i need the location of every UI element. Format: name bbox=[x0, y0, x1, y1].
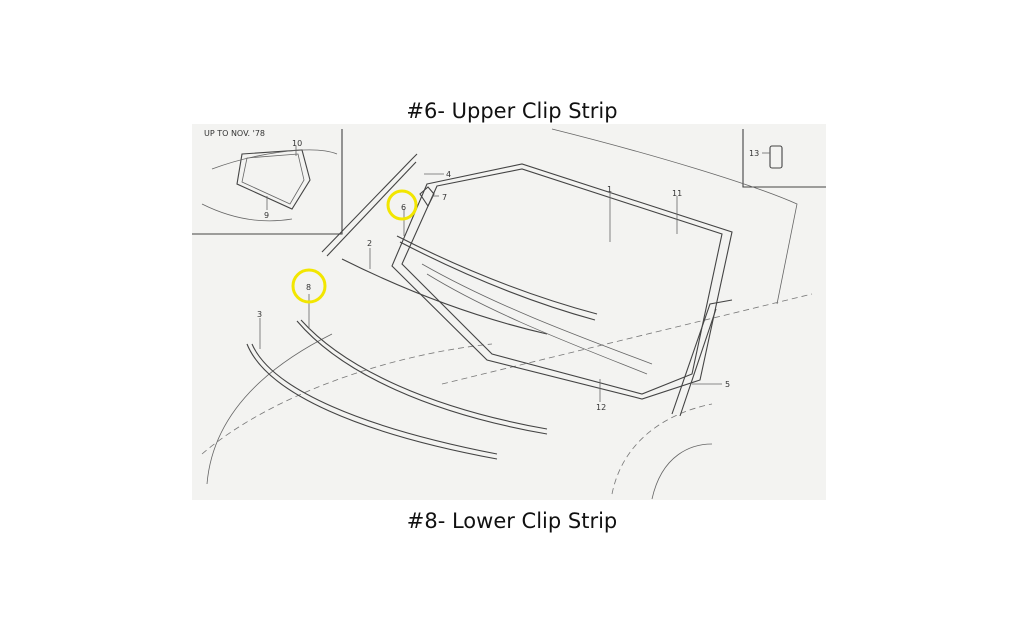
part-label-10: 10 bbox=[292, 139, 302, 148]
inset-note: UP TO NOV. '78 bbox=[204, 129, 265, 138]
part-label-6: 6 bbox=[401, 203, 406, 212]
part-label-12: 12 bbox=[596, 403, 606, 412]
part-label-7: 7 bbox=[442, 193, 447, 202]
windshield-moulding bbox=[391, 163, 733, 400]
part-label-1: 1 bbox=[607, 185, 612, 194]
trim-2 bbox=[341, 258, 548, 335]
part-label-4: 4 bbox=[446, 170, 451, 179]
windshield-parts-diagram: UP TO NOV. '78 10 9 13 1 11 4 bbox=[192, 124, 826, 500]
upper-clip-strip-6 bbox=[396, 235, 598, 315]
windshield-glass bbox=[401, 168, 723, 395]
part-label-3: 3 bbox=[257, 310, 262, 319]
inset-early-model: UP TO NOV. '78 10 9 bbox=[192, 129, 343, 235]
clip-7 bbox=[419, 186, 435, 208]
part-label-9: 9 bbox=[264, 211, 269, 220]
part-label-11: 11 bbox=[672, 189, 682, 198]
part-label-13: 13 bbox=[749, 149, 759, 158]
pillar-moulding-5 bbox=[671, 299, 733, 415]
highlight-circle-part-6 bbox=[386, 189, 418, 221]
pillar-moulding-4 bbox=[321, 153, 418, 253]
inset-part-13: 13 bbox=[742, 129, 826, 188]
part-label-8: 8 bbox=[306, 283, 311, 292]
highlight-circle-part-8 bbox=[291, 268, 327, 304]
lower-clip-strip-caption: #8- Lower Clip Strip bbox=[406, 509, 618, 533]
cowl-3 bbox=[246, 343, 498, 460]
part-label-2: 2 bbox=[367, 239, 372, 248]
part-label-5: 5 bbox=[725, 380, 730, 389]
lower-clip-strip-8 bbox=[296, 320, 548, 435]
upper-clip-strip-caption: #6- Upper Clip Strip bbox=[406, 99, 618, 123]
